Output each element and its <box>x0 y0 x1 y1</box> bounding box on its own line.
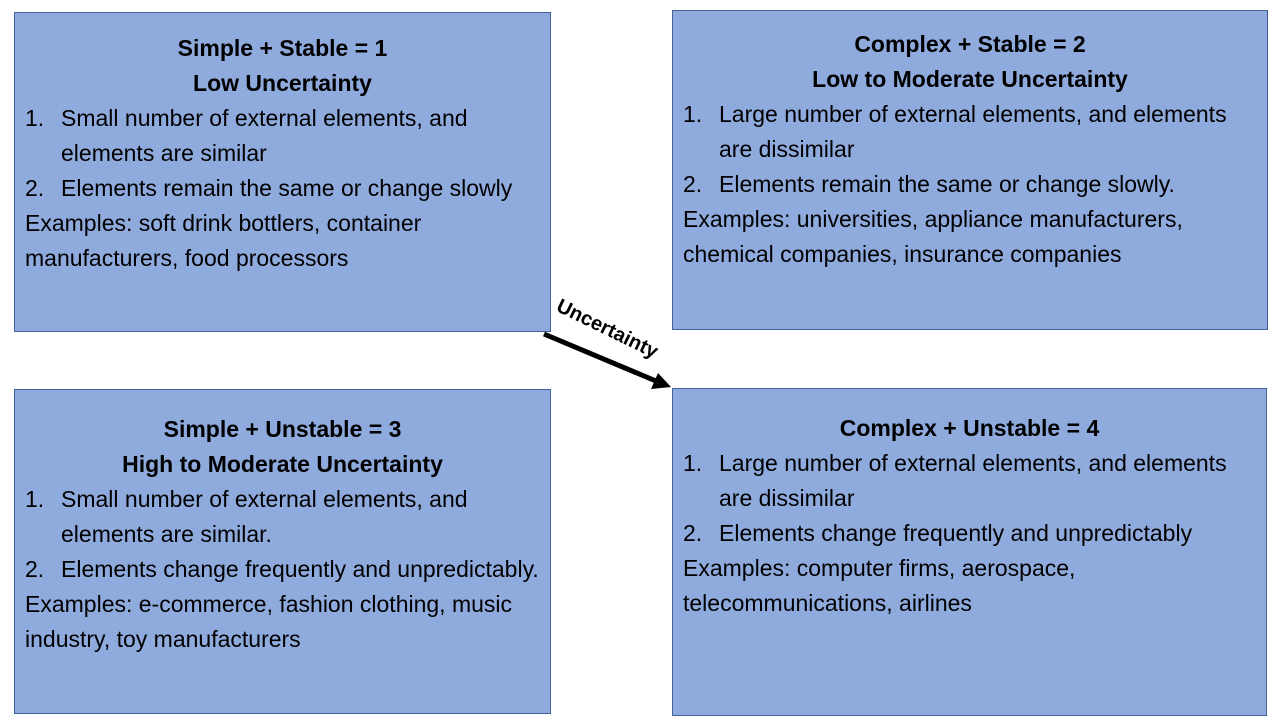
item-number: 2. <box>683 171 703 197</box>
list-item: 2. Elements remain the same or change slo… <box>25 171 540 206</box>
quadrant-complex-unstable: Complex + Unstable = 4 1. Large number of… <box>672 388 1267 716</box>
item-text: Large number of external elements, and e… <box>719 101 1227 162</box>
examples-text: Examples: universities, appliance manufa… <box>683 206 1183 267</box>
arrow-shaft <box>543 331 657 384</box>
item-text: Elements change frequently and unpredict… <box>719 520 1193 546</box>
list-item: 1. Large number of external elements, and… <box>683 446 1256 516</box>
item-number: 1. <box>683 101 703 127</box>
list-item: 2. Elements change frequently and unpredi… <box>25 552 540 587</box>
examples-text: Examples: computer firms, aerospace, tel… <box>683 555 1076 616</box>
quadrant-subtitle: High to Moderate Uncertainty <box>122 451 443 477</box>
item-text: Elements remain the same or change slowl… <box>719 171 1175 197</box>
list-item: 2. Elements remain the same or change slo… <box>683 167 1257 202</box>
quadrant-simple-stable: Simple + Stable = 1 Low Uncertainty 1. Sm… <box>14 12 551 332</box>
list-item: 1. Large number of external elements, and… <box>683 97 1257 167</box>
item-text: Small number of external elements, and e… <box>61 486 468 547</box>
item-number: 1. <box>683 450 703 476</box>
quadrant-title: Complex + Unstable = 4 <box>839 415 1100 441</box>
examples-text: Examples: soft drink bottlers, container… <box>25 210 422 271</box>
item-text: Small number of external elements, and e… <box>61 105 468 166</box>
quadrant-subtitle: Low Uncertainty <box>193 70 372 96</box>
item-text: Elements change frequently and unpredict… <box>61 556 539 582</box>
item-number: 2. <box>25 556 45 582</box>
quadrant-complex-stable: Complex + Stable = 2 Low to Moderate Unc… <box>672 10 1268 330</box>
quadrant-simple-unstable: Simple + Unstable = 3 High to Moderate U… <box>14 389 551 714</box>
item-number: 2. <box>683 520 703 546</box>
item-number: 1. <box>25 105 45 131</box>
item-text: Large number of external elements, and e… <box>719 450 1227 511</box>
examples-text: Examples: e-commerce, fashion clothing, … <box>25 591 513 652</box>
item-text: Elements remain the same or change slowl… <box>61 175 513 201</box>
quadrant-title: Simple + Stable = 1 <box>177 35 388 61</box>
list-item: 1. Small number of external elements, and… <box>25 482 540 552</box>
list-item: 2. Elements change frequently and unpredi… <box>683 516 1256 551</box>
list-item: 1. Small number of external elements, and… <box>25 101 540 171</box>
arrow-head-icon <box>651 373 671 389</box>
quadrant-subtitle: Low to Moderate Uncertainty <box>812 66 1128 92</box>
item-number: 2. <box>25 175 45 201</box>
quadrant-title: Complex + Stable = 2 <box>854 31 1086 57</box>
item-number: 1. <box>25 486 45 512</box>
quadrant-title: Simple + Unstable = 3 <box>163 416 402 442</box>
